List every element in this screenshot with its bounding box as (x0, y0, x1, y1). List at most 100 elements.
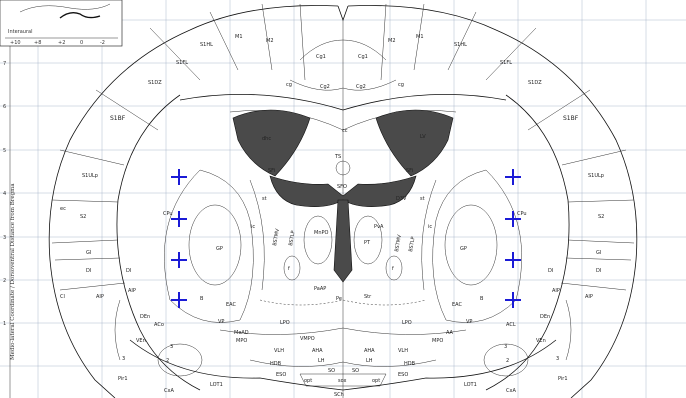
region-label: VLH (274, 348, 284, 354)
region-label: Pir1 (118, 376, 128, 382)
region-label: MPO (432, 338, 443, 344)
scale-label: 7 (3, 61, 6, 67)
region-label: B (480, 296, 484, 302)
region-label: st (420, 196, 425, 202)
region-label: Pir1 (558, 376, 568, 382)
region-label: Cg2 (356, 84, 366, 90)
region-label: S1ULp (82, 173, 98, 179)
region-label: VEn (136, 338, 146, 344)
region-label: AA (446, 330, 454, 336)
region-label: S1HL (200, 42, 213, 48)
region-label: AIP (552, 288, 560, 294)
region-label: ESO (398, 372, 408, 378)
region-label: 3 (122, 356, 125, 362)
region-label: S2 (598, 214, 604, 220)
region-label: 2 (506, 358, 509, 364)
region-labels: M1 M2 M2 M1 Cg1 Cg1 Cg2 Cg2 cg cg S1HL S… (60, 34, 604, 398)
region-label: ACo (154, 322, 164, 328)
region-label: CPu (517, 211, 527, 217)
scale-label: 6 (3, 104, 6, 110)
region-label: S1DZ (528, 80, 542, 86)
region-label: AIP (585, 294, 593, 300)
region-label: opt (372, 378, 380, 384)
scale-label: 4 (3, 191, 6, 197)
region-label: GI (596, 250, 601, 256)
region-label: D3V (396, 196, 407, 202)
region-label: SCh (334, 392, 344, 398)
inset-legend: Interaural (8, 29, 32, 35)
marker-cross (171, 169, 187, 185)
inset-tick: 0 (80, 40, 83, 46)
region-label: VP (466, 319, 472, 325)
marker-cross (171, 292, 187, 308)
inset-tick: -2 (100, 40, 105, 46)
region-label: GI (86, 250, 91, 256)
region-label: 2 (166, 358, 169, 364)
marker-cross (171, 211, 187, 227)
marker-cross (171, 252, 187, 268)
region-label: S1DZ (148, 80, 162, 86)
inset-tick: +2 (58, 40, 65, 46)
marker-cross (505, 169, 521, 185)
marker-cross (505, 292, 521, 308)
region-label: DI (126, 268, 131, 274)
region-label: HDB (270, 361, 282, 367)
region-label: ESO (276, 372, 286, 378)
region-label: PvA (374, 224, 384, 230)
region-label: DI (86, 268, 91, 274)
region-label: TS (334, 154, 341, 160)
region-label: DEn (140, 314, 150, 320)
region-label: BSTLP (408, 236, 417, 252)
region-label: BSTLP (288, 230, 297, 246)
region-label: 3 (556, 356, 559, 362)
region-label: GP (216, 246, 223, 252)
region-label: LV (420, 134, 426, 140)
region-label: Cg1 (316, 54, 326, 60)
inset-tick: +10 (10, 40, 21, 46)
region-label: ACL (506, 322, 516, 328)
region-label: S1BF (110, 115, 126, 122)
region-label: st (262, 196, 267, 202)
region-label: MnPO (314, 230, 328, 236)
region-label: ic (428, 224, 432, 230)
region-label: S1FL (176, 60, 188, 66)
region-label: Pe (336, 296, 342, 302)
region-label: CxA (164, 388, 174, 394)
region-label: SFi (268, 168, 275, 174)
region-label: SO (352, 368, 359, 374)
region-label: DI (548, 268, 553, 274)
inset-panel: Interaural +10 +8 +2 0 -2 (0, 0, 122, 46)
region-label: cg (398, 82, 404, 88)
region-label: Cg1 (358, 54, 368, 60)
region-label: CPu (163, 211, 173, 217)
sidebar-caption: Medio-lateral Coordinate / Dorsoventral … (10, 183, 16, 360)
region-label: MPO (236, 338, 247, 344)
region-label: LPO (402, 320, 412, 326)
region-label: S1ULp (588, 173, 604, 179)
region-label: M1 (416, 34, 424, 40)
region-label: SFO (337, 184, 347, 190)
region-label: VEn (536, 338, 546, 344)
region-label: VP (218, 319, 224, 325)
region-label: S1HL (454, 42, 467, 48)
region-label: LPO (280, 320, 290, 326)
region-label: AHA (312, 348, 323, 354)
region-label: sox (338, 378, 347, 384)
region-label: LOT1 (464, 382, 477, 388)
region-label: dhc (262, 136, 271, 142)
region-label: PT (364, 240, 371, 246)
scale-label: 5 (3, 148, 6, 154)
region-label: VMPO (300, 336, 315, 342)
region-label: S2 (80, 214, 86, 220)
region-label: M1 (235, 34, 243, 40)
region-label: AIP (96, 294, 104, 300)
inset-tick: +8 (34, 40, 41, 46)
region-label: f (392, 266, 394, 272)
region-label: PaAP (314, 286, 326, 292)
region-label: BSTMV (394, 234, 403, 253)
region-label: SFi (406, 168, 413, 174)
region-label: GP (460, 246, 467, 252)
region-label: VLH (398, 348, 408, 354)
region-label: DEn (540, 314, 550, 320)
